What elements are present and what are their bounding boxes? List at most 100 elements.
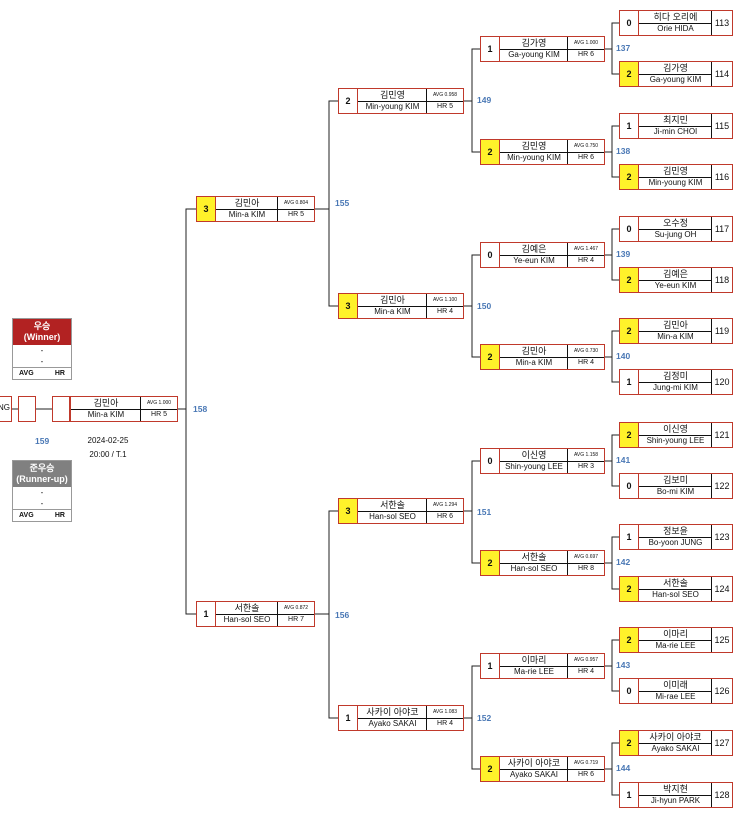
match-number[interactable]: 140 <box>616 351 631 361</box>
match-number[interactable]: 152 <box>477 713 492 723</box>
match-number[interactable]: 137 <box>616 43 631 53</box>
left-stub-text: NG <box>0 403 10 412</box>
player-score: 2 <box>481 345 500 369</box>
player-hr: HR 5 <box>277 209 314 221</box>
player-name-kr: 이마리 <box>639 628 712 641</box>
player-score: 2 <box>620 165 639 189</box>
player-score: 2 <box>620 319 639 343</box>
player-score: 1 <box>620 525 639 549</box>
player-name-en: Ga-young KIM <box>649 75 702 84</box>
player-name-en: Min-a KIM <box>228 210 266 219</box>
player-name-en: Min-a KIM <box>515 358 553 367</box>
match-number[interactable]: 143 <box>616 660 631 670</box>
player-seed: 114 <box>711 62 732 86</box>
player-seed: 118 <box>711 268 732 292</box>
player-name-kr: 김민아 <box>358 294 427 307</box>
match-number[interactable]: 150 <box>477 301 492 311</box>
runnerup-name-en: - <box>40 499 44 508</box>
player-name-kr: 김민아 <box>500 345 568 358</box>
player-score: 0 <box>620 217 639 241</box>
match-number[interactable]: 141 <box>616 455 631 465</box>
player-hr: HR 5 <box>140 409 177 421</box>
player-name-kr: 서한솔 <box>216 602 278 615</box>
match-number[interactable]: 142 <box>616 557 631 567</box>
match-number[interactable]: 144 <box>616 763 631 773</box>
match-number[interactable]: 158 <box>193 404 208 414</box>
player-score: 2 <box>620 577 639 601</box>
final-score-right[interactable] <box>52 396 70 422</box>
player-name-en: Ma-rie LEE <box>655 641 696 650</box>
match-number[interactable]: 149 <box>477 95 492 105</box>
player-name-kr: 이신영 <box>639 423 712 436</box>
player-score: 2 <box>620 423 639 447</box>
player-seed: 116 <box>711 165 732 189</box>
player-avg: AVG 0.730 <box>567 345 604 358</box>
player-score: 1 <box>620 114 639 138</box>
player-name-kr: 김민아 <box>639 319 712 332</box>
player-name-en: Orie HIDA <box>657 24 694 33</box>
player-name-kr: 히다 오리에 <box>639 11 712 24</box>
player-name-en: Shin-young LEE <box>505 462 563 471</box>
player-seed: 117 <box>711 217 732 241</box>
final-left-stub[interactable]: NG <box>0 396 12 422</box>
player-score: 0 <box>620 474 639 498</box>
match-number[interactable]: 155 <box>335 198 350 208</box>
player-score: 2 <box>339 89 358 113</box>
player-name-en: Ayako SAKAI <box>368 719 417 728</box>
player-name-kr: 서한솔 <box>358 499 427 512</box>
final-match-number[interactable]: 159 <box>35 436 50 446</box>
match-number[interactable]: 151 <box>477 507 492 517</box>
player-name-en: Min-young KIM <box>648 178 703 187</box>
player-name-en: Ji-min CHOI <box>653 127 698 136</box>
runnerup-box: 준우승 (Runner-up) - - AVG HR <box>12 460 72 522</box>
player-score: 2 <box>481 140 500 164</box>
player-name-kr: 사카이 아야코 <box>639 731 712 744</box>
finalist-entry[interactable]: 김민아 Min-a KIM AVG 1.000 HR 5 <box>70 396 178 422</box>
match-number[interactable]: 138 <box>616 146 631 156</box>
player-name-en: Ma-rie LEE <box>513 667 554 676</box>
player-score: 2 <box>620 62 639 86</box>
winner-name-en: - <box>40 357 44 366</box>
match-number[interactable]: 139 <box>616 249 631 259</box>
match-number[interactable]: 156 <box>335 610 350 620</box>
player-name-kr: 김예은 <box>500 243 568 256</box>
player-avg: AVG 0.872 <box>277 602 314 615</box>
final-score-left[interactable] <box>18 396 36 422</box>
player-hr: HR 6 <box>426 511 463 523</box>
player-seed: 119 <box>711 319 732 343</box>
player-seed: 128 <box>711 783 732 807</box>
winner-name-kr: - <box>40 346 44 355</box>
player-name-en: Min-young KIM <box>507 153 561 162</box>
player-hr: HR 6 <box>567 49 604 61</box>
